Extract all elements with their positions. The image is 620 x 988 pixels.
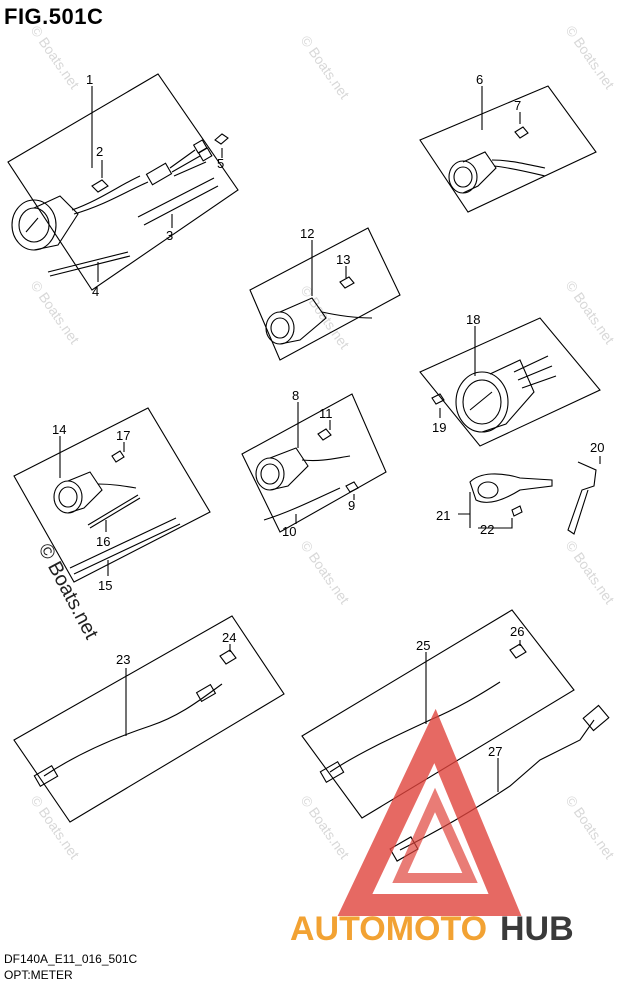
panel-group-8 [241,393,387,533]
panel-group-12 [249,227,401,361]
gauge-8 [255,457,285,491]
callout-10: 10 [282,524,296,539]
callout-21: 21 [436,508,450,523]
brand-text-left: AUTOMOTO [290,910,487,948]
panel-group-6 [419,85,597,213]
connector-24 [219,649,237,665]
callout-19: 19 [432,420,446,435]
watermark-text: © Boats.net [563,23,618,92]
callout-27: 27 [488,744,502,759]
watermark-text: © Boats.net [298,538,353,607]
callout-23: 23 [116,652,130,667]
figure-name: OPT:METER [4,968,73,982]
callout-8: 8 [292,388,299,403]
watermark-text: © Boats.net [563,538,618,607]
watermark-text: © Boats.net [298,33,353,102]
remote-control-21 [469,473,553,503]
panel-group-23 [13,615,285,823]
panel-group-25 [301,609,575,819]
callout-6: 6 [476,72,483,87]
callout-25: 25 [416,638,430,653]
callout-18: 18 [466,312,480,327]
terminal-5 [214,133,229,145]
bulb-19 [431,393,445,405]
callout-13: 13 [336,252,350,267]
tube-15 [69,517,181,575]
callout-17: 17 [116,428,130,443]
harness-25 [329,681,501,773]
gauge-12 [265,311,295,345]
callout-3: 3 [166,228,173,243]
callout-16: 16 [96,534,110,549]
callout-26: 26 [510,624,524,639]
bulb-17 [111,450,125,463]
tube-3 [137,177,219,226]
callout-4: 4 [92,284,99,299]
figure-code: DF140A_E11_016_501C [4,952,138,966]
logo-triangle-outer [337,708,522,916]
logo-triangle-inner [392,787,478,883]
callout-11: 11 [319,406,333,421]
callout-14: 14 [52,422,66,437]
panel-group-14 [13,407,211,583]
panel-group-18 [419,317,601,447]
brand-text-right: HUB [500,910,574,948]
bulb-13 [339,276,355,289]
watermark-text: © Boats.net [28,278,83,347]
cable-tie-16 [87,494,141,529]
panel-group-1 [7,73,239,291]
watermark-text: © Boats.net [563,793,618,862]
gauge-18 [455,371,509,433]
screw-22 [511,505,523,517]
bulb-7 [514,126,529,139]
watermark-text: © Boats.net [563,278,618,347]
connector-9 [345,481,359,493]
callout-20: 20 [590,440,604,455]
harness-23 [43,683,223,777]
callout-22: 22 [480,522,494,537]
watermark-text: © Boats.net [28,23,83,92]
watermark-text: © Boats.net [298,793,353,862]
gauge-14 [53,480,83,514]
figure-title: FIG.501C [4,4,104,29]
brand-logo: AUTOMOTO HUB [290,708,574,948]
callout-15: 15 [98,578,112,593]
cable-tie-4 [47,251,131,277]
callout-24: 24 [222,630,236,645]
callout-7: 7 [514,98,521,113]
bracket-20 [567,461,597,535]
callout-9: 9 [348,498,355,513]
callout-2: 2 [96,144,103,159]
bulb-2 [91,179,109,193]
callout-1: 1 [86,72,93,87]
bulb-11 [317,428,332,441]
harness-10 [263,487,341,521]
connector-26 [509,643,527,659]
watermark-text: © Boats.net [28,793,83,862]
callout-5: 5 [217,156,224,171]
callout-12: 12 [300,226,314,241]
watermark-text-dark: © Boats.net [34,540,103,643]
callout-numbers: 1 2 3 4 5 6 7 8 9 10 11 12 13 14 15 16 1… [52,72,604,759]
